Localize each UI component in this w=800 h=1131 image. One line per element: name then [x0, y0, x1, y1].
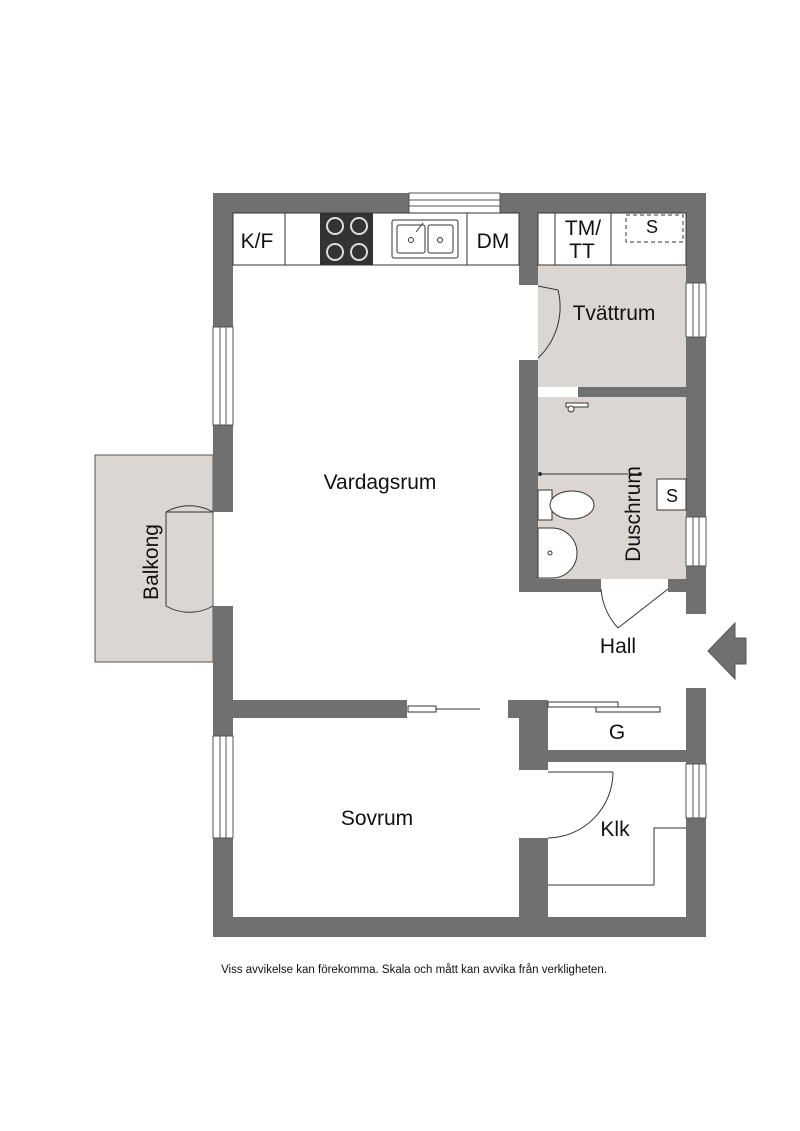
door-swing-icon — [165, 285, 669, 839]
label-shower: Duschrum — [622, 466, 645, 562]
shower-fixtures — [538, 402, 687, 511]
label-hall: Hall — [600, 635, 636, 658]
label-cabinet-shower: S — [666, 486, 678, 506]
disclaimer-text: Viss avvikelse kan förekomma. Skala och … — [221, 964, 607, 976]
sink-icon — [391, 219, 459, 259]
label-wardrobe: G — [609, 721, 625, 744]
label-washer-line1: TM/ — [565, 217, 601, 240]
toilet-icon — [537, 489, 595, 521]
label-dishwasher: DM — [477, 230, 510, 253]
label-balcony: Balkong — [140, 524, 163, 600]
label-bedroom: Sovrum — [341, 807, 413, 830]
label-cabinet-laundry: S — [646, 217, 658, 237]
balcony-floor — [94, 454, 214, 663]
windows — [212, 282, 707, 839]
kitchen-counter — [232, 212, 520, 266]
label-fridge: K/F — [241, 230, 274, 253]
walls — [213, 192, 706, 937]
washbasin-icon — [537, 527, 578, 579]
laundry-floor — [538, 265, 686, 387]
sliding-doors — [407, 701, 661, 713]
label-laundry: Tvättrum — [573, 302, 656, 325]
laundry-counter — [537, 212, 687, 266]
entrance-arrow-icon — [707, 621, 747, 681]
cabinet-outline — [625, 214, 684, 243]
closet-shelves — [548, 827, 686, 886]
label-closet: Klk — [600, 818, 630, 841]
label-living-room: Vardagsrum — [324, 471, 437, 494]
stove-icon — [320, 213, 373, 265]
label-washer-line2: TT — [569, 240, 595, 263]
